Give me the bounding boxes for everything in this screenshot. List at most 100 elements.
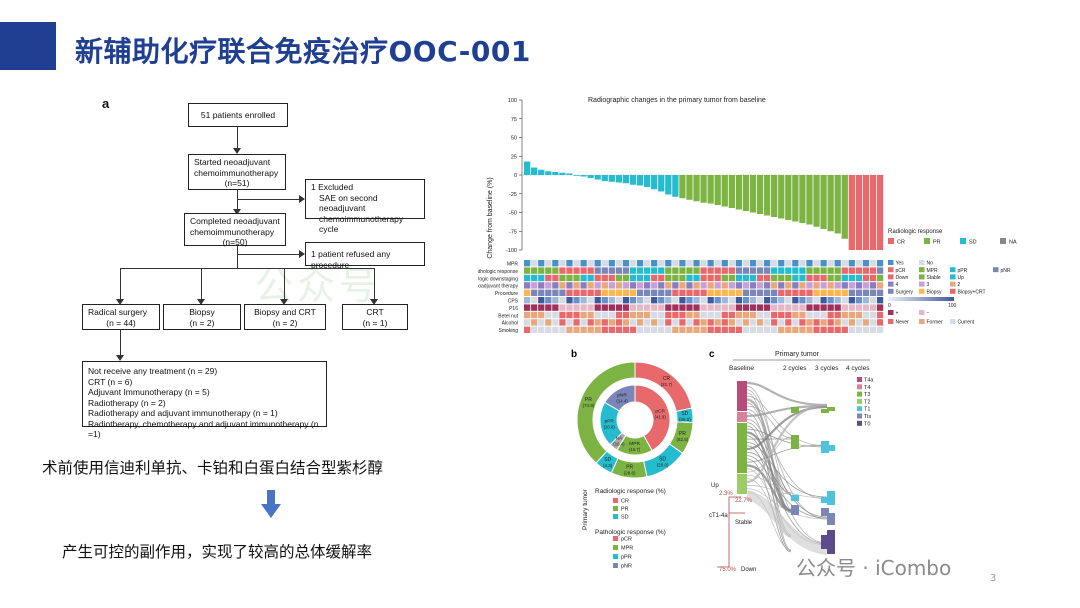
track-cell bbox=[756, 304, 764, 311]
track-cell bbox=[792, 274, 799, 282]
track-cell bbox=[876, 326, 884, 333]
track-cell bbox=[785, 319, 792, 326]
track-cell bbox=[855, 267, 863, 274]
inset-stable: Stable bbox=[735, 520, 753, 526]
sankey-flow bbox=[746, 381, 828, 407]
track-cell bbox=[827, 319, 834, 326]
track-cell bbox=[552, 326, 559, 333]
track-cell bbox=[601, 326, 608, 333]
track-cell bbox=[869, 304, 877, 311]
track-cell bbox=[827, 297, 834, 304]
track-cell bbox=[665, 326, 672, 333]
track-cell bbox=[636, 304, 644, 311]
sankey-figure: c Primary tumor Baseline 2 cycles 3 cycl… bbox=[709, 349, 874, 573]
track-cell bbox=[721, 267, 728, 274]
track-cell bbox=[834, 326, 841, 333]
track-cell bbox=[538, 267, 545, 274]
legend1-label: SD bbox=[621, 515, 629, 521]
track-cell bbox=[848, 267, 855, 274]
track-cell bbox=[622, 289, 630, 296]
biopsy-crt-line-2: (n = 2) bbox=[272, 317, 298, 328]
y-tick-label: -25 bbox=[509, 192, 517, 198]
track-cell bbox=[531, 267, 538, 274]
track-cell bbox=[573, 297, 580, 304]
track-cell bbox=[799, 267, 806, 274]
track-cell bbox=[707, 282, 714, 289]
waterfall-bar bbox=[587, 175, 594, 178]
track-legend-swatch bbox=[919, 288, 925, 294]
wechat-watermark: 公众号 · iCombo bbox=[796, 556, 952, 580]
track-legend-swatch bbox=[888, 260, 894, 265]
cps-gradient bbox=[888, 297, 954, 301]
track-cell bbox=[559, 326, 566, 333]
waterfall-bar bbox=[636, 175, 644, 186]
sankey-node-2cycles bbox=[791, 435, 799, 449]
track-cell bbox=[629, 274, 637, 282]
track-cell bbox=[700, 289, 707, 296]
refused-box: 1 patient refused any procedure bbox=[305, 242, 425, 270]
track-cell bbox=[778, 282, 785, 289]
track-cell bbox=[629, 260, 637, 267]
legend-swatch bbox=[1000, 238, 1006, 244]
panel-a-label: a bbox=[102, 96, 110, 111]
track-cell bbox=[587, 297, 594, 304]
track-cell bbox=[658, 326, 665, 333]
track-cell bbox=[580, 326, 587, 333]
track-cell bbox=[636, 274, 644, 282]
refused-text: 1 patient refused any procedure bbox=[311, 249, 391, 270]
y-tick-label: -75 bbox=[509, 229, 517, 235]
track-cell bbox=[552, 267, 559, 274]
track-cell bbox=[538, 274, 545, 282]
track-cell bbox=[820, 304, 827, 311]
waterfall-bar bbox=[693, 175, 700, 202]
waterfall-bar bbox=[700, 175, 707, 203]
track-cell bbox=[806, 289, 813, 296]
track-cell bbox=[714, 267, 721, 274]
track-cell bbox=[573, 289, 580, 296]
track-legend-swatch bbox=[888, 281, 894, 287]
track-cell bbox=[876, 267, 884, 274]
excluded-line-3: chemoimmunotherapy cycle bbox=[319, 213, 404, 235]
track-cell bbox=[876, 260, 884, 267]
waterfall-bar bbox=[665, 175, 672, 195]
legend-swatch bbox=[960, 238, 966, 244]
track-cell bbox=[679, 326, 686, 333]
track-cell bbox=[608, 282, 615, 289]
track-cell bbox=[686, 267, 693, 274]
track-cell bbox=[665, 297, 672, 304]
excluded-line-2: SAE on second neoadjuvant bbox=[319, 192, 378, 214]
crt-box: CRT (n = 1) bbox=[342, 304, 408, 330]
outer-segment bbox=[576, 361, 636, 464]
track-cell bbox=[834, 319, 841, 326]
track-cell bbox=[644, 282, 651, 289]
track-cell bbox=[552, 282, 559, 289]
track-cell bbox=[693, 267, 700, 274]
waterfall-bars bbox=[524, 161, 884, 250]
track-cell bbox=[615, 319, 623, 326]
sankey-flow bbox=[746, 442, 828, 498]
track-cell bbox=[608, 319, 615, 326]
track-cell bbox=[665, 274, 672, 282]
track-cell bbox=[841, 311, 848, 319]
track-cell bbox=[806, 311, 813, 319]
track-legend-swatch bbox=[919, 281, 925, 287]
inner-value: (14.4) bbox=[616, 398, 628, 403]
sankey-node-2cycles bbox=[791, 495, 799, 501]
waterfall-bar bbox=[771, 175, 778, 217]
track-cell bbox=[848, 297, 855, 304]
track-cell bbox=[728, 267, 735, 274]
track-cell bbox=[559, 319, 566, 326]
track-cell bbox=[771, 326, 778, 333]
sankey-flow bbox=[746, 435, 828, 545]
track-cell bbox=[566, 289, 573, 296]
sankey-node-3cycles bbox=[821, 508, 829, 516]
donut-side-label: Primary tumor bbox=[582, 488, 589, 530]
track-cell bbox=[594, 297, 601, 304]
track-cell bbox=[771, 260, 778, 267]
sankey-flow bbox=[746, 436, 792, 473]
track-cell bbox=[679, 297, 686, 304]
track-cell bbox=[608, 297, 615, 304]
track-cell bbox=[806, 319, 813, 326]
track-cell bbox=[778, 274, 785, 282]
